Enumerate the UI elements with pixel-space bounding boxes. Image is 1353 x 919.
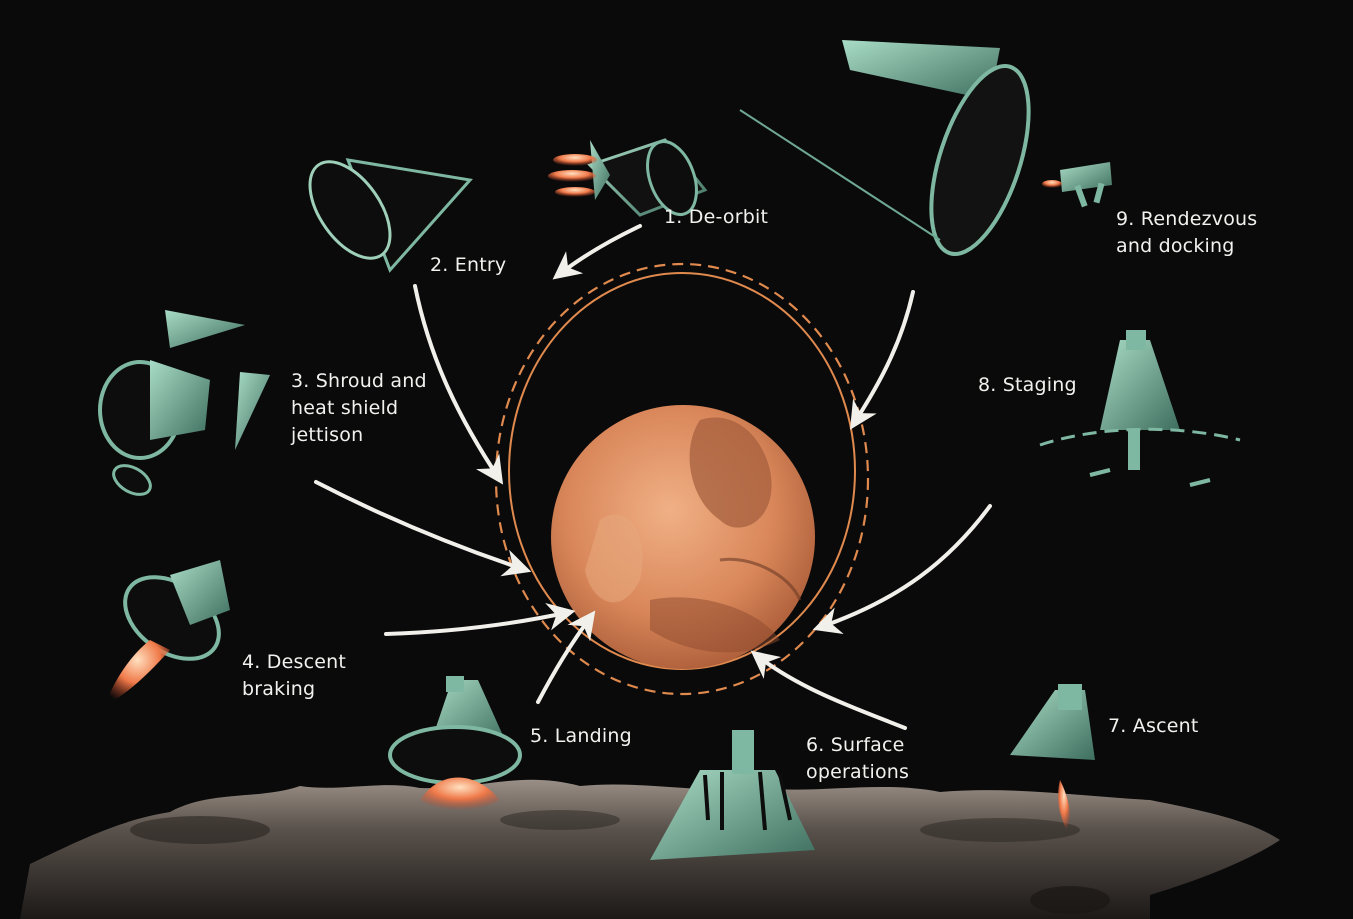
label-shroud: 3. Shroud and heat shield jettison [291,368,427,449]
label-staging: 8. Staging [978,372,1077,399]
label-deorbit: 1. De-orbit [664,204,768,231]
martian-surface [20,780,1280,919]
label-landing: 5. Landing [530,723,632,750]
label-entry: 2. Entry [430,252,506,279]
label-rendezvous: 9. Rendezvous and docking [1116,206,1257,260]
planet-icon [551,405,815,669]
label-descent: 4. Descent braking [242,649,346,703]
label-surface: 6. Surface operations [806,732,909,786]
label-ascent: 7. Ascent [1108,713,1199,740]
